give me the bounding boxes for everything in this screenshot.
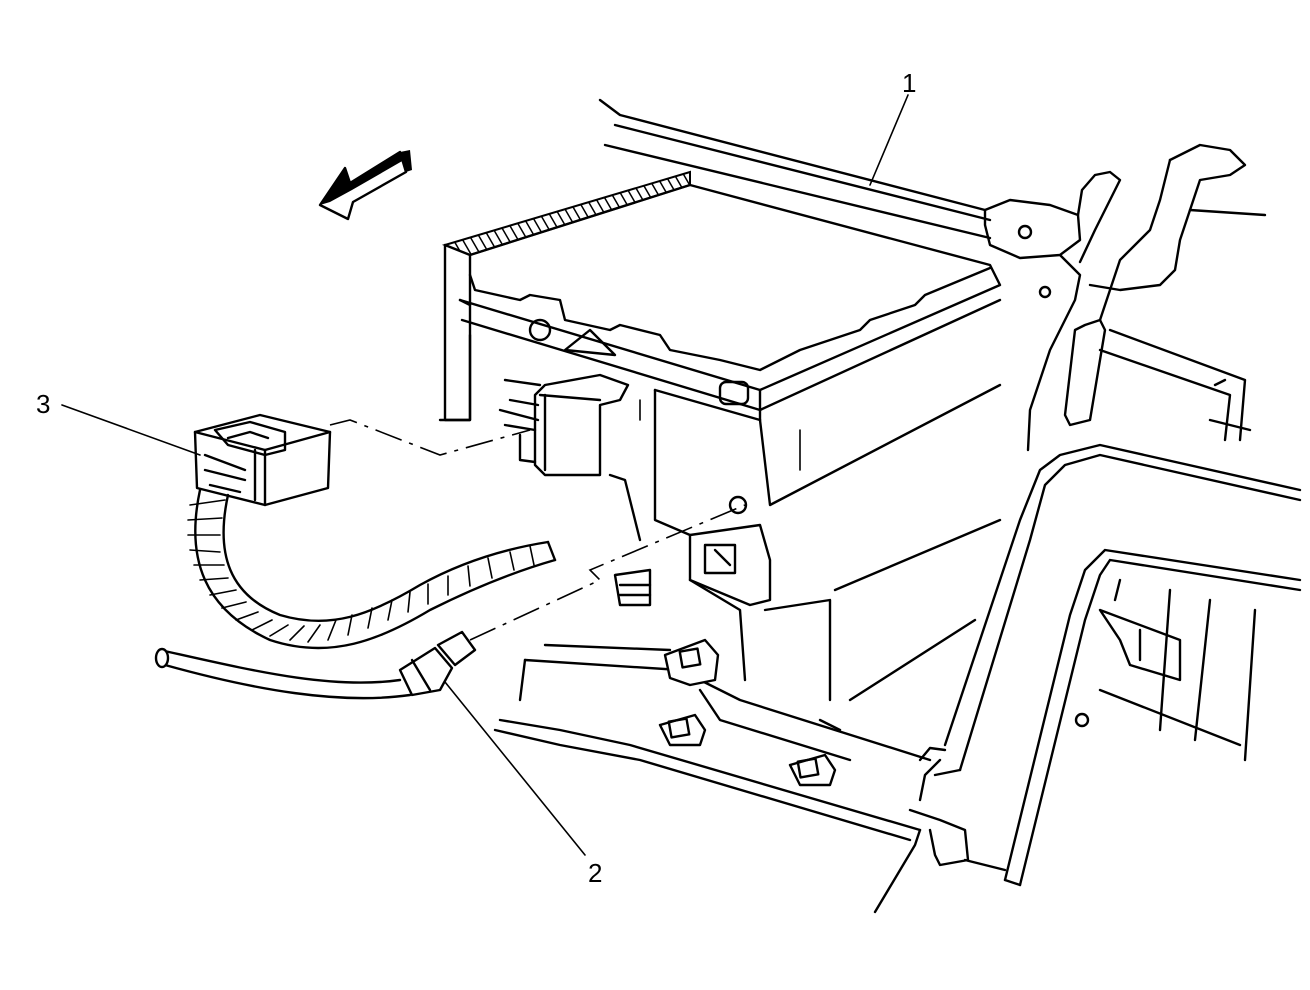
callout-3: 3: [36, 389, 50, 419]
antenna-lead: [154, 630, 477, 700]
floor-pan: [493, 638, 970, 914]
upper-body-rail: [598, 98, 1267, 452]
wiring-harness: [187, 488, 557, 650]
front-direction-arrow-icon: [318, 150, 412, 221]
callout-1: 1: [902, 68, 916, 98]
mounting-bracket: [608, 473, 1002, 702]
module-connector: [498, 373, 630, 477]
leader-lines: [61, 94, 909, 856]
harness-connector: [193, 413, 332, 507]
callout-2: 2: [588, 858, 602, 888]
alignment-lines: [329, 419, 746, 641]
door-frame: [933, 443, 1302, 887]
module-assembly: [438, 170, 1002, 537]
